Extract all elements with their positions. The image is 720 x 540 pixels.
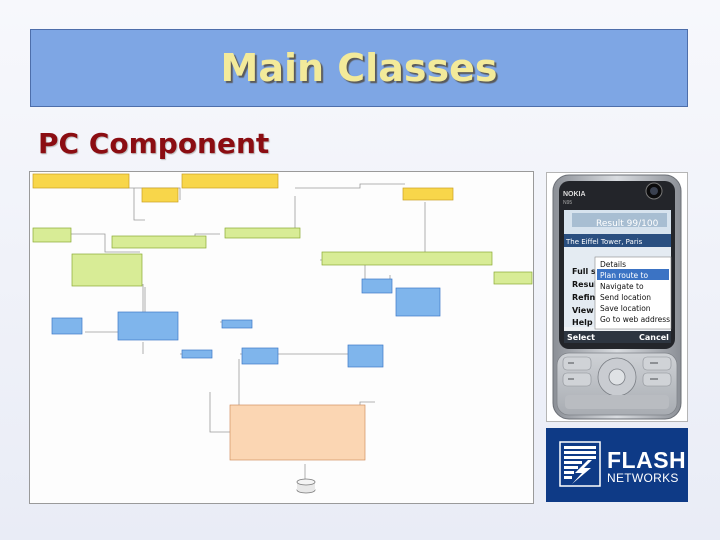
flash-networks-logo: FLASH NETWORKS bbox=[546, 428, 688, 502]
flash-networks-logo-icon bbox=[559, 441, 601, 487]
phone-context-web-address: Go to web address bbox=[600, 315, 670, 324]
phone-brand: NOKIA bbox=[563, 191, 586, 198]
phone-result-header: Result 99/100 bbox=[596, 219, 659, 229]
phone-softkey-right: Cancel bbox=[639, 333, 669, 342]
phone-menu-left-4: View bbox=[572, 306, 594, 315]
phone-context-send-location: Send location bbox=[600, 293, 651, 302]
phone-context-navigate: Navigate to bbox=[600, 282, 644, 291]
phone-context-save-location: Save location bbox=[600, 304, 651, 313]
phone-menu-left-1: Full sc bbox=[572, 267, 601, 276]
phone-context-details: Details bbox=[600, 260, 626, 269]
phone-list-item: The Eiffel Tower, Paris bbox=[565, 238, 643, 246]
slide-subtitle: PC Component bbox=[38, 127, 270, 160]
slide-title-bar: Main Classes bbox=[30, 29, 688, 107]
slide-title: Main Classes bbox=[220, 46, 498, 90]
uml-class-diagram bbox=[29, 171, 534, 504]
phone-context-plan-route: Plan route to bbox=[600, 271, 648, 280]
uml-diagram-canvas bbox=[32, 173, 533, 494]
phone-menu-left-5: Help bbox=[572, 318, 593, 327]
logo-text-flash: FLASH bbox=[607, 447, 687, 473]
phone-model: N95 bbox=[563, 200, 572, 206]
phone-image: NOKIA N95 Result 99/100 The Eiffel Tower… bbox=[546, 172, 688, 422]
phone-softkey-left: Select bbox=[567, 333, 595, 342]
phone-illustration: NOKIA N95 Result 99/100 The Eiffel Tower… bbox=[552, 174, 682, 420]
phone-menu-left-3: Refine bbox=[572, 293, 601, 302]
phone-menu-left-2: Result bbox=[572, 280, 601, 289]
logo-text-networks: NETWORKS bbox=[607, 471, 679, 485]
